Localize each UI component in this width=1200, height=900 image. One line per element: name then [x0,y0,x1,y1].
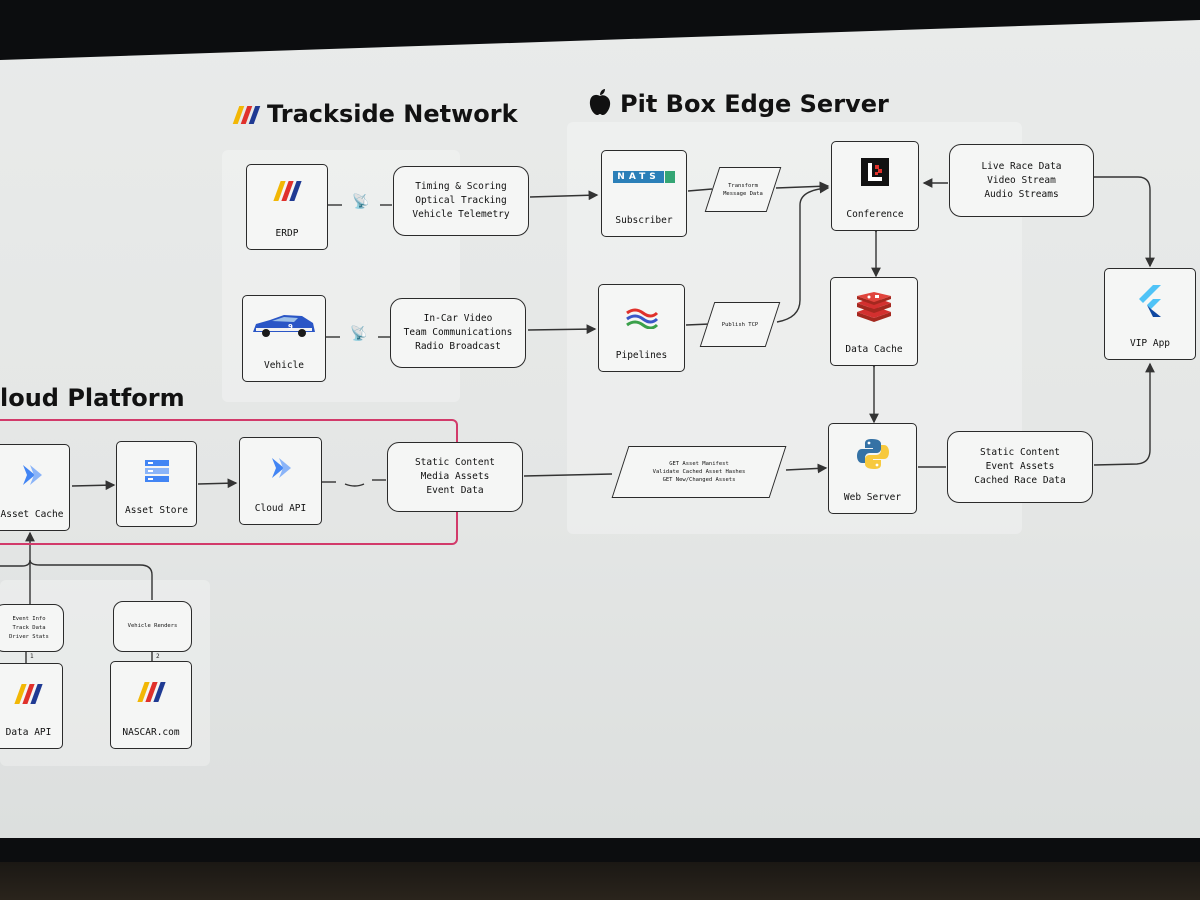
asset-store-label: Asset Store [125,505,188,516]
pitbox-title: Pit Box Edge Server [588,88,889,122]
live-line-2: Video Stream [987,174,1056,186]
edge-label-2: 2 [156,653,160,660]
python-logo-icon [856,439,889,469]
cloud-title: loud Platform [0,384,185,412]
manifest-line-3: GET New/Changed Assets [662,477,736,483]
pitbox-title-text: Pit Box Edge Server [620,90,889,118]
static-cloud-data-box: Static Content Media Assets Event Data [387,442,523,512]
static-cloud-line-2: Media Assets [420,471,490,482]
incar-data-box: In-Car Video Team Communications Radio B… [390,298,526,368]
cloud-api-node[interactable]: Cloud API [239,437,322,525]
vip-app-label: VIP App [1129,338,1171,349]
vehicle-renders-box: Vehicle Renders [113,601,192,652]
data-api-node[interactable]: Data API [0,663,63,749]
manifest-line-1: GET Asset Manifest [669,461,729,467]
transform-step: Transform Message Data [704,167,782,212]
nascar-com-label: NASCAR.com [122,727,180,738]
static-cloud-line-3: Event Data [426,485,484,496]
asset-cache-label: Asset Cache [0,509,64,520]
nascar-logo-icon [232,106,261,124]
conference-node[interactable]: Conference [831,141,919,231]
pipelines-label: Pipelines [615,350,668,361]
nascar-logo-icon [14,684,43,704]
trackside-title: Trackside Network [232,100,518,128]
static-web-data-box: Static Content Event Assets Cached Race … [947,431,1093,503]
asset-store-node[interactable]: Asset Store [116,441,197,527]
vehicle-number: 9 [288,323,293,331]
web-server-node[interactable]: Web Server [828,423,917,514]
live-line-3: Audio Streams [984,188,1059,200]
cloud-run-icon [23,465,42,485]
livekit-logo-icon [861,158,889,186]
cloud-storage-icon [144,460,169,482]
subscriber-label: Subscriber [615,215,673,226]
nascar-logo-icon [272,181,302,201]
data-cache-label: Data Cache [845,344,903,355]
publish-step: Publish TCP [699,302,781,347]
cloud-run-icon [271,458,291,478]
static-web-line-3: Cached Race Data [974,475,1066,486]
live-data-box: Live Race Data Video Stream Audio Stream… [949,144,1094,217]
cloud-api-label: Cloud API [254,503,307,514]
vip-app-node[interactable]: VIP App [1104,268,1196,360]
apple-icon [588,88,612,122]
static-web-line-1: Static Content [979,447,1061,458]
data-api-label: Data API [5,727,52,738]
redis-logo-icon [857,292,891,322]
event-info-box: Event Info Track Data Driver Stats [0,604,64,652]
flutter-logo-icon [1139,285,1161,317]
event-info-line-2: Track Data [12,624,46,631]
nats-logo-icon: NATS [613,171,675,183]
static-cloud-line-1: Static Content [414,457,496,468]
transform-line-2: Message Data [723,190,763,197]
timing-data-box: Timing & Scoring Optical Tracking Vehicl… [393,166,529,236]
conference-label: Conference [846,209,904,220]
edge-label-1: 1 [30,653,34,660]
pipelines-wave-icon [625,308,658,329]
live-line-1: Live Race Data [981,160,1062,172]
static-web-line-2: Event Assets [985,461,1055,472]
incar-line-1: In-Car Video [423,313,493,324]
incar-line-2: Team Communications [403,327,513,338]
manifest-line-2: Validate Cached Asset Hashes [652,469,746,475]
manifest-step: GET Asset Manifest Validate Cached Asset… [611,446,787,498]
trackside-title-text: Trackside Network [267,100,518,128]
timing-line-1: Timing & Scoring [415,181,507,192]
incar-line-3: Radio Broadcast [415,341,501,352]
antenna-icon: 📡 [350,326,368,342]
web-server-label: Web Server [843,492,902,503]
nascar-logo-icon [136,682,166,702]
erdp-node[interactable]: ERDP [246,164,328,250]
vehicle-label: Vehicle [263,360,305,371]
nascar-com-node[interactable]: NASCAR.com [110,661,192,749]
event-info-line-3: Driver Stats [9,633,49,640]
race-car-icon: 9 [253,315,315,337]
erdp-label: ERDP [275,228,299,239]
room-floor [0,862,1200,900]
vehicle-renders-line-1: Vehicle Renders [127,623,178,629]
vehicle-node[interactable]: 9 Vehicle [242,295,326,382]
timing-line-3: Vehicle Telemetry [412,209,510,220]
asset-cache-node[interactable]: Asset Cache [0,444,70,531]
timing-line-2: Optical Tracking [415,195,507,206]
event-info-line-1: Event Info [12,615,46,622]
publish-line-1: Publish TCP [721,321,759,328]
pipelines-node[interactable]: Pipelines [598,284,685,372]
antenna-icon: 📡 [352,194,370,210]
transform-line-1: Transform [728,182,758,189]
subscriber-node[interactable]: NATS Subscriber [601,150,687,237]
data-cache-node[interactable]: Data Cache [830,277,918,366]
